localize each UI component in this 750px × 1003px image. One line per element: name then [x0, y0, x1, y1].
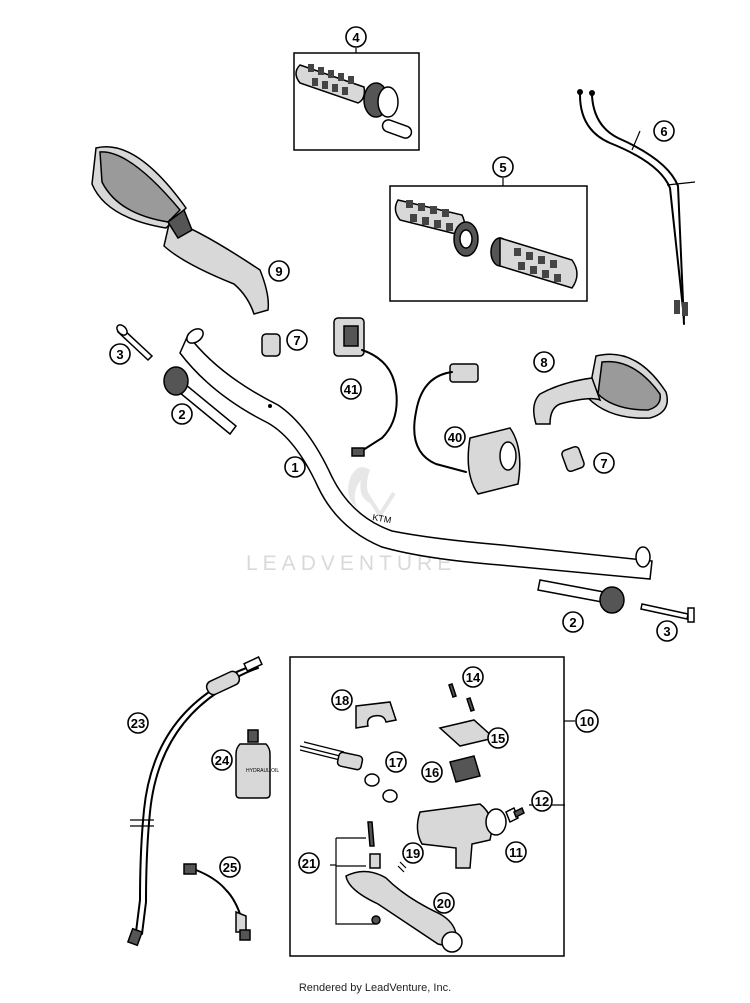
clutch-switch-wire — [183, 863, 251, 941]
mirror-left — [91, 146, 270, 315]
svg-text:7: 7 — [293, 333, 300, 348]
callout-24: 24 — [211, 749, 233, 771]
svg-text:10: 10 — [580, 714, 594, 729]
svg-text:23: 23 — [131, 716, 145, 731]
svg-text:21: 21 — [302, 856, 316, 871]
svg-text:4: 4 — [352, 30, 360, 45]
svg-text:3: 3 — [663, 624, 670, 639]
bar-end-right — [537, 579, 695, 623]
svg-text:12: 12 — [535, 794, 549, 809]
callout-9: 9 — [268, 260, 290, 282]
svg-text:9: 9 — [275, 264, 282, 279]
switch-41 — [333, 317, 398, 457]
svg-text:11: 11 — [509, 845, 523, 860]
callout-18: 18 — [331, 689, 353, 711]
callout-41: 41 — [340, 378, 362, 400]
svg-text:6: 6 — [660, 124, 667, 139]
callout-7-right: 7 — [593, 452, 615, 474]
bar-end-left — [116, 324, 238, 436]
callout-12: 12 — [531, 790, 553, 812]
svg-text:5: 5 — [499, 160, 506, 175]
callout-40: 40 — [444, 426, 466, 448]
callout-2-right: 2 — [562, 611, 584, 633]
svg-text:KTM: KTM — [372, 512, 392, 525]
mirror-rubber-right — [561, 445, 585, 473]
callout-6: 6 — [653, 120, 675, 142]
callout-21: 21 — [298, 852, 320, 874]
grip-pair — [394, 199, 578, 289]
svg-text:15: 15 — [491, 731, 505, 746]
callout-2-left: 2 — [171, 403, 193, 425]
bottle-label: HYDRAUL OIL — [246, 768, 279, 774]
callout-14: 14 — [462, 666, 484, 688]
callout-7-left: 7 — [286, 329, 308, 351]
switch-40 — [413, 363, 521, 495]
callout-25: 25 — [219, 856, 241, 878]
svg-text:16: 16 — [425, 765, 439, 780]
throttle-cables — [577, 89, 696, 325]
callout-3-left: 3 — [109, 343, 131, 365]
callout-23: 23 — [127, 712, 149, 734]
svg-text:41: 41 — [344, 382, 358, 397]
svg-text:2: 2 — [178, 407, 185, 422]
callout-5: 5 — [492, 156, 514, 178]
callout-11: 11 — [505, 841, 527, 863]
svg-text:8: 8 — [540, 355, 547, 370]
svg-text:18: 18 — [335, 693, 349, 708]
callout-16: 16 — [421, 761, 443, 783]
watermark-logo — [348, 467, 396, 519]
svg-text:40: 40 — [448, 430, 462, 445]
callout-15: 15 — [487, 727, 509, 749]
footer-credit: Rendered by LeadVenture, Inc. — [298, 982, 452, 994]
hydraulic-oil-bottle: HYDRAUL OIL — [235, 729, 279, 799]
watermark-text: LEADVENTURE — [246, 552, 456, 575]
callout-4: 4 — [345, 26, 367, 48]
callout-3-right: 3 — [656, 620, 678, 642]
svg-text:19: 19 — [406, 846, 420, 861]
callout-8: 8 — [533, 351, 555, 373]
clutch-cable — [126, 655, 263, 947]
svg-text:14: 14 — [466, 670, 481, 685]
callout-20: 20 — [433, 892, 455, 914]
callout-19: 19 — [402, 842, 424, 864]
svg-text:3: 3 — [116, 347, 123, 362]
svg-text:17: 17 — [389, 755, 403, 770]
mirror-rubber-left — [261, 333, 281, 357]
svg-text:2: 2 — [569, 615, 576, 630]
svg-text:20: 20 — [437, 896, 451, 911]
svg-text:1: 1 — [291, 460, 298, 475]
handlebar: KTM — [179, 328, 653, 580]
throttle-grip — [295, 64, 413, 139]
callout-17: 17 — [385, 751, 407, 773]
mirror-right — [533, 353, 668, 425]
svg-text:24: 24 — [215, 753, 230, 768]
svg-text:25: 25 — [223, 860, 237, 875]
callout-1: 1 — [284, 456, 306, 478]
clutch-parts — [299, 683, 525, 953]
svg-text:7: 7 — [600, 456, 607, 471]
callout-10: 10 — [575, 709, 599, 733]
